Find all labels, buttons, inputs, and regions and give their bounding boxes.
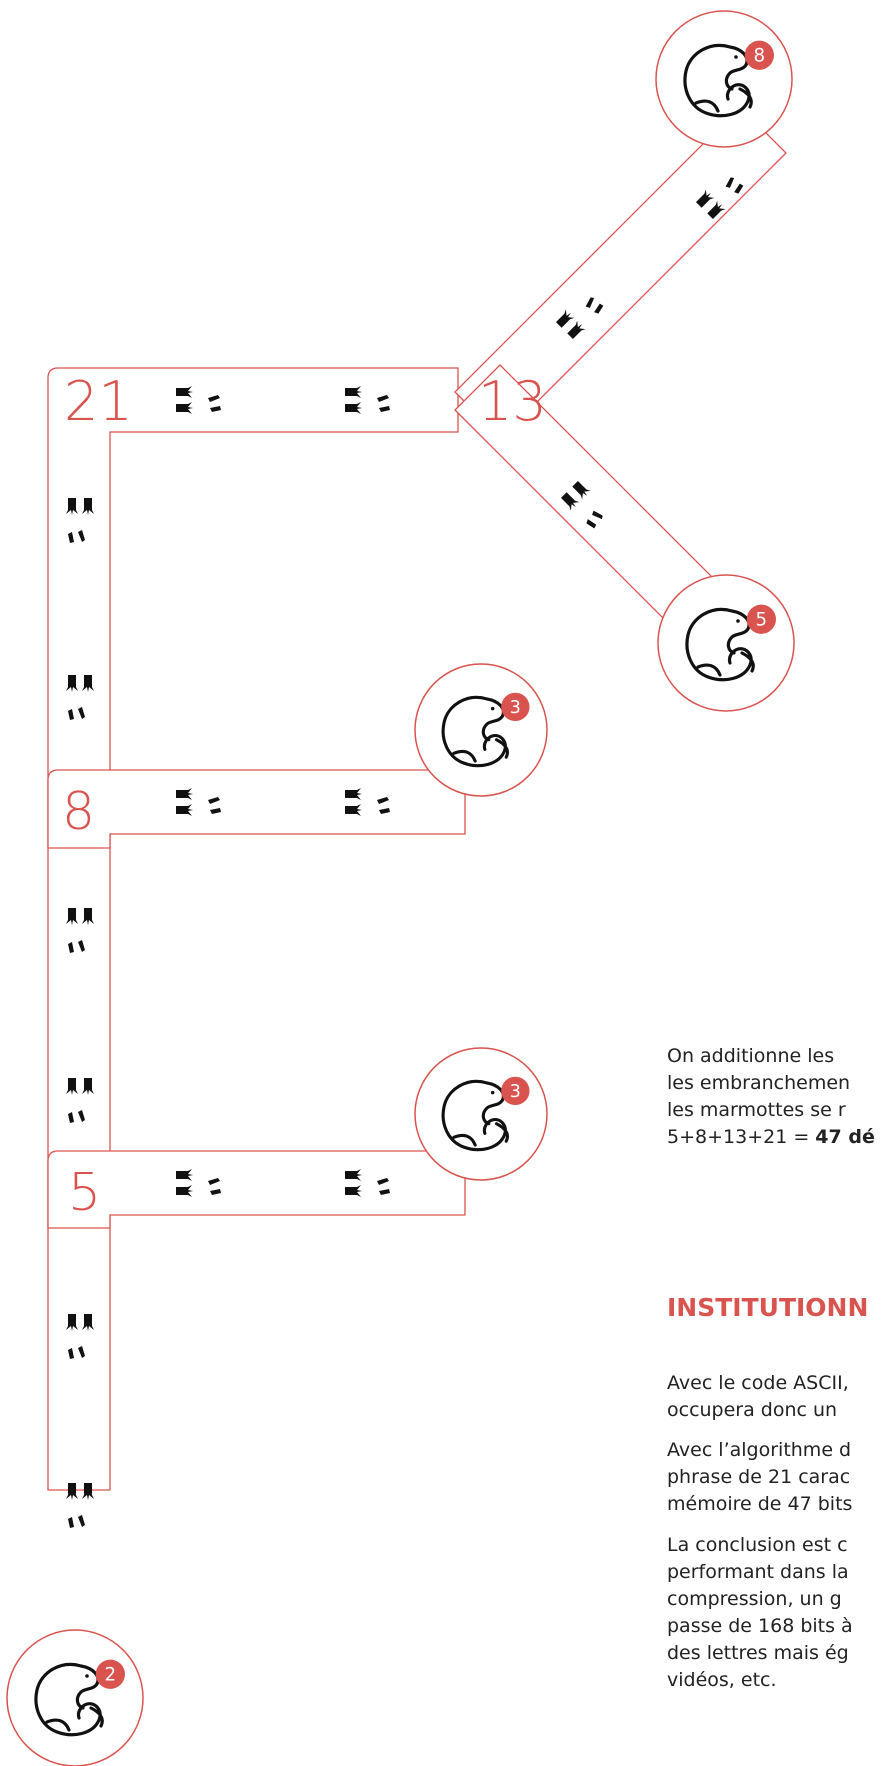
track-corridor [47, 769, 466, 849]
paragraph-ascii: Avec le code ASCII, occupera donc un [667, 1370, 849, 1424]
paragraph-line: La conclusion est c [667, 1534, 848, 1556]
sum-line: les embranchemen [667, 1072, 851, 1094]
sum-equation: 5+8+13+21 = [667, 1126, 816, 1148]
paragraph-line: performant dans la [667, 1561, 849, 1583]
count-badge [744, 40, 774, 70]
marmot-icon [685, 607, 755, 682]
count-badge [501, 692, 530, 722]
paragraph-line: mémoire de 47 bits [667, 1493, 853, 1515]
paw-print-icon [66, 1314, 94, 1359]
marmot-leaf: 5 [657, 574, 795, 712]
sum-line: On additionne les [667, 1045, 835, 1067]
marmot-icon [683, 43, 753, 118]
paragraph-line: des lettres mais ég [667, 1642, 849, 1664]
marmot-leaf: 8 [655, 10, 793, 148]
paw-print-icon [555, 297, 604, 340]
paragraph-conclusion: La conclusion est c performant dans la c… [667, 1532, 853, 1694]
sum-line: 5+8+13+21 = 47 dé [667, 1124, 875, 1151]
paw-print-icon [66, 1483, 94, 1528]
paragraph-line: occupera donc un [667, 1399, 838, 1421]
sum-result: 47 dé [815, 1126, 875, 1148]
paw-print-icon [345, 1169, 390, 1197]
paw-print-icon [66, 1078, 94, 1123]
marmot-icon [34, 1662, 104, 1737]
paw-print-icon [176, 788, 221, 816]
node-label-21: 21 [64, 370, 133, 433]
paw-print-icon [66, 675, 94, 720]
count-badge [746, 604, 776, 634]
count-badge [501, 1076, 530, 1106]
paragraph-line: Avec le code ASCII, [667, 1372, 849, 1394]
count-badge-label: 5 [756, 609, 768, 630]
count-badge-label: 3 [510, 698, 521, 718]
paw-print-icon [66, 498, 94, 543]
sum-line: les marmottes se r [667, 1099, 846, 1121]
node-label-13: 13 [478, 370, 547, 433]
paragraph-line: vidéos, etc. [667, 1669, 777, 1691]
count-badge-label: 2 [105, 1664, 117, 1685]
marmot-leaf: 3 [414, 663, 548, 797]
paw-print-icon [176, 1169, 221, 1197]
node-label-8: 8 [62, 782, 96, 842]
node-label-5: 5 [68, 1163, 102, 1223]
track-corridor [47, 1150, 466, 1229]
paragraph-algorithm: Avec l’algorithme d phrase de 21 carac m… [667, 1437, 852, 1518]
paragraph-line: passe de 168 bits à [667, 1615, 853, 1637]
marmot-icon [441, 1080, 509, 1152]
track-corridor [47, 367, 459, 1491]
paw-print-icon [560, 480, 603, 529]
section-title: INSTITUTIONN [667, 1293, 869, 1322]
paragraph-line: compression, un g [667, 1588, 842, 1610]
marmot-leaf: 3 [414, 1047, 548, 1181]
paragraph-line: phrase de 21 carac [667, 1466, 851, 1488]
paragraph-line: Avec l’algorithme d [667, 1439, 852, 1461]
paw-print-icon [695, 177, 744, 220]
marmot-leaf: 2 [6, 1629, 144, 1766]
count-badge [95, 1659, 125, 1689]
paw-print-icon [66, 908, 94, 953]
paw-print-icon [345, 788, 390, 816]
paw-print-icon [176, 386, 221, 414]
count-badge-label: 8 [754, 45, 766, 66]
paw-print-icon [345, 386, 390, 414]
marmot-icon [441, 696, 509, 768]
count-badge-label: 3 [510, 1082, 521, 1102]
sum-paragraph: On additionne les les embranchemen les m… [667, 1043, 875, 1151]
